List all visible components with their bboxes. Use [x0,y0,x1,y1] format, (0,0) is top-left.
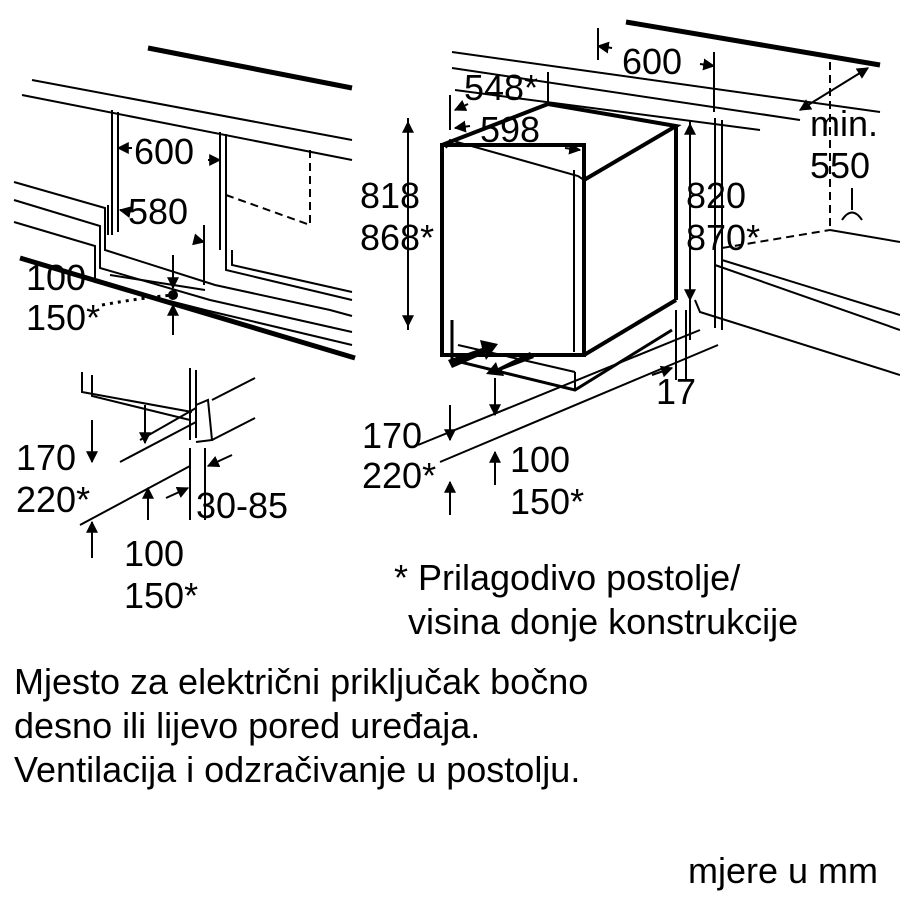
dim-base-depth-std: 100 [510,439,571,480]
footnote-line-2: visina donje konstrukcije [408,601,799,642]
dim-appliance-width: 598 [480,109,541,150]
dim-appliance-depth: 548* [464,67,539,108]
description-line-3: Ventilacija i odzračivanje u postolju. [14,749,581,790]
dim-niche-width: 600 [622,41,683,82]
description-line-1: Mjesto za električni priključak bočno [14,661,589,702]
dim-left-gap-alt: 150* [26,297,101,338]
dim-niche-height-alt: 870* [686,217,761,258]
description: Mjesto za električni priključak bočno de… [14,660,588,792]
footnote-line-1: * Prilagodivo postolje/ [394,557,741,598]
dim-min-label: min. [810,103,879,144]
units-note: mjere u mm [687,850,878,891]
dim-plinth-height-std: 170 [16,437,77,478]
dim-left-width-top: 600 [134,131,195,172]
dim-base-height-std: 170 [362,415,423,456]
dim-appliance-height-std: 818 [360,175,421,216]
dim-base-depth-alt: 150* [510,481,585,522]
dim-left-gap-std: 100 [26,257,87,298]
dim-plinth-depth-std: 100 [124,533,185,574]
left-plinth-drawing [79,368,256,558]
ventilation-arrows [448,340,534,376]
description-line-2: desno ili lijevo pored uređaja. [14,705,481,746]
dim-plinth-depth-alt: 150* [124,575,199,616]
dim-min-depth: 550 [810,145,871,186]
dim-appliance-height-alt: 868* [360,217,435,258]
dim-left-width-inner: 580 [128,191,189,232]
dim-door-gap: 17 [656,371,697,412]
dim-niche-height-std: 820 [686,175,747,216]
dim-base-height-alt: 220* [362,455,437,496]
dim-plinth-offset: 30-85 [196,485,289,526]
installation-diagram [13,19,900,558]
right-appliance-drawing [402,19,900,515]
left-niche-drawing [13,45,356,361]
dim-plinth-height-alt: 220* [16,479,91,520]
